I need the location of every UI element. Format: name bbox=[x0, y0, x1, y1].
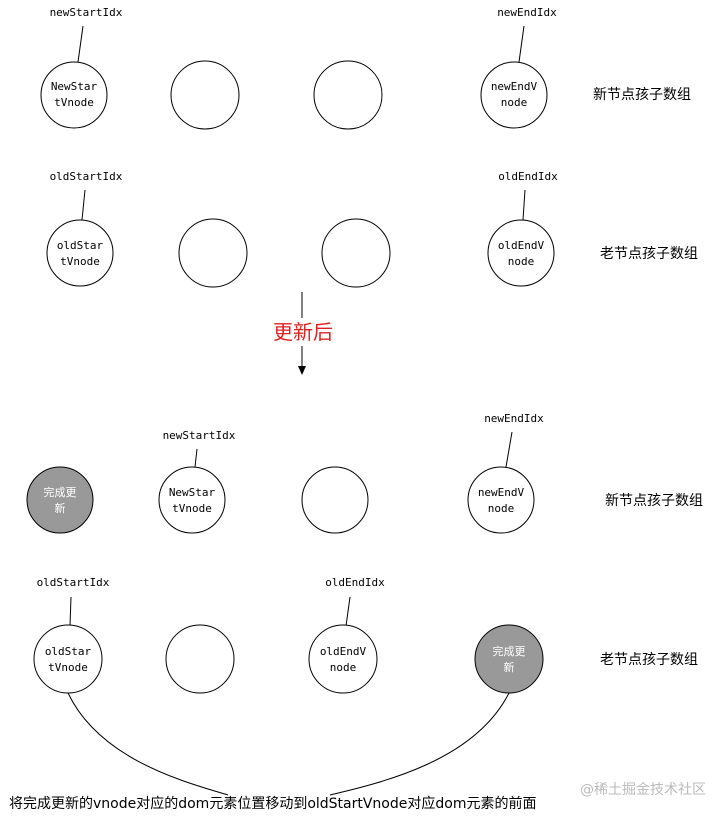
transition-arrow-head bbox=[298, 366, 306, 375]
top-old-start-node-label-1: oldStar bbox=[57, 239, 104, 252]
transition-label: 更新后 bbox=[273, 320, 333, 344]
top-new-end-node-label-1: newEndV bbox=[491, 80, 538, 93]
bottom-old-start-pointer-label: oldStartIdx bbox=[37, 576, 110, 589]
bottom-old-start-node-label-1: oldStar bbox=[45, 645, 92, 658]
top-new-children-row: newStartIdx NewStar tVnode newEndIdx new… bbox=[40, 6, 691, 130]
top-old-end-node bbox=[487, 219, 555, 287]
bottom-new-children-row: 完成更 新 newStartIdx NewStar tVnode newEndI… bbox=[26, 412, 703, 534]
watermark-text: @稀土掘金技术社区 bbox=[580, 782, 706, 798]
bottom-new-done-node bbox=[26, 466, 94, 534]
move-connector bbox=[67, 692, 510, 796]
top-old-start-pointer-label: oldStartIdx bbox=[50, 170, 123, 183]
top-new-node-2 bbox=[170, 60, 240, 130]
top-new-start-node bbox=[40, 61, 108, 129]
bottom-old-done-node-label-1: 完成更 bbox=[493, 644, 526, 658]
top-new-start-pointer-label: newStartIdx bbox=[50, 6, 123, 19]
bottom-old-start-pointer-line bbox=[69, 596, 72, 627]
bottom-old-end-node bbox=[308, 624, 378, 694]
top-new-start-node-label-2: tVnode bbox=[54, 96, 94, 109]
top-new-start-pointer-line bbox=[77, 25, 84, 63]
bottom-new-row-label: 新节点孩子数组 bbox=[605, 493, 703, 509]
bottom-new-start-pointer-label: newStartIdx bbox=[163, 429, 236, 442]
bottom-new-end-node-label-1: newEndV bbox=[478, 486, 525, 499]
bottom-old-end-node-label-2: node bbox=[330, 661, 357, 674]
top-new-end-pointer-label: newEndIdx bbox=[497, 6, 557, 19]
caption-text: 将完成更新的vnode对应的dom元素位置移动到oldStartVnode对应d… bbox=[9, 795, 536, 812]
bottom-old-start-node bbox=[33, 624, 103, 694]
bottom-old-end-node-label-1: oldEndV bbox=[320, 645, 367, 658]
top-old-start-node-label-2: tVnode bbox=[60, 255, 100, 268]
bottom-new-start-node bbox=[158, 466, 226, 534]
bottom-old-children-row: oldStartIdx oldStar tVnode oldEndIdx old… bbox=[33, 576, 698, 694]
bottom-new-start-node-label-1: NewStar bbox=[169, 486, 216, 499]
top-old-end-pointer-label: oldEndIdx bbox=[498, 170, 558, 183]
bottom-new-start-pointer-line bbox=[194, 448, 198, 468]
top-old-node-3 bbox=[321, 218, 391, 288]
top-new-row-label: 新节点孩子数组 bbox=[593, 87, 691, 103]
top-new-node-3 bbox=[313, 60, 383, 130]
top-old-children-row: oldStartIdx oldStar tVnode oldEndIdx old… bbox=[46, 170, 698, 288]
top-new-end-node bbox=[480, 61, 548, 129]
bottom-new-done-node-label-2: 新 bbox=[55, 501, 66, 515]
top-old-start-node bbox=[46, 219, 114, 287]
update-transition: 更新后 bbox=[273, 292, 333, 375]
bottom-old-end-pointer-label: oldEndIdx bbox=[325, 576, 385, 589]
top-old-end-pointer-line bbox=[522, 189, 526, 221]
bottom-new-start-node-label-2: tVnode bbox=[172, 502, 212, 515]
top-old-end-node-label-2: node bbox=[508, 255, 535, 268]
top-old-end-node-label-1: oldEndV bbox=[498, 239, 545, 252]
bottom-new-node-3 bbox=[301, 466, 369, 534]
top-new-start-node-label-1: NewStar bbox=[51, 80, 98, 93]
bottom-old-row-label: 老节点孩子数组 bbox=[600, 652, 698, 668]
bottom-old-start-node-label-2: tVnode bbox=[48, 661, 88, 674]
top-old-node-2 bbox=[178, 218, 248, 288]
top-old-start-pointer-line bbox=[81, 189, 86, 221]
move-connector-left-curve bbox=[67, 692, 229, 796]
move-connector-right-curve bbox=[329, 692, 510, 796]
bottom-new-done-node-label-1: 完成更 bbox=[44, 485, 77, 499]
bottom-new-end-pointer-line bbox=[505, 431, 513, 468]
bottom-new-end-pointer-label: newEndIdx bbox=[484, 412, 544, 425]
bottom-new-end-node-label-2: node bbox=[488, 502, 515, 515]
top-new-end-node-label-2: node bbox=[501, 96, 528, 109]
bottom-new-end-node bbox=[467, 466, 535, 534]
bottom-old-node-2 bbox=[165, 624, 235, 694]
bottom-old-done-node-label-2: 新 bbox=[504, 660, 515, 674]
top-old-row-label: 老节点孩子数组 bbox=[600, 246, 698, 262]
bottom-old-done-node bbox=[474, 624, 544, 694]
bottom-old-end-pointer-line bbox=[345, 596, 351, 627]
top-new-end-pointer-line bbox=[518, 25, 525, 63]
